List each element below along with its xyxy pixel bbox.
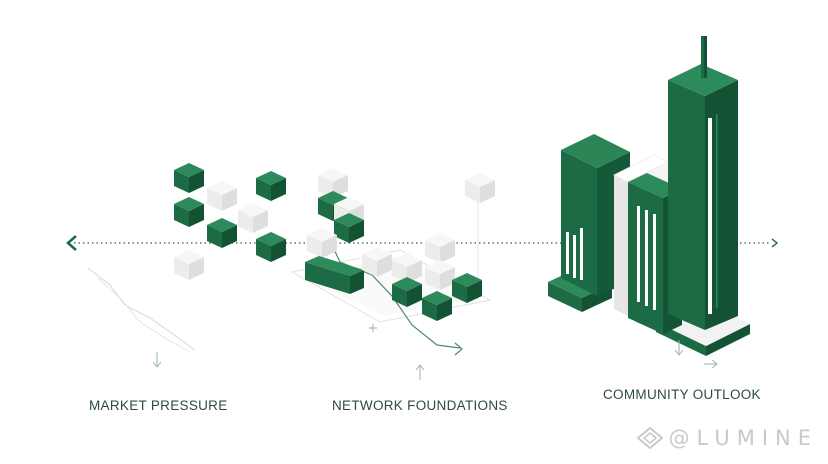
cube-white	[238, 203, 268, 233]
watermark-text: @LUMINE	[668, 426, 818, 450]
cube-white	[425, 233, 455, 263]
declining-trend-line-2	[97, 277, 191, 353]
cube-green	[174, 163, 204, 193]
diamond-logo-icon	[636, 427, 663, 449]
network-foundations-group	[290, 168, 495, 380]
cube-white	[174, 250, 204, 280]
arrow-down-icon	[152, 352, 162, 368]
building-tall	[668, 36, 738, 330]
declining-trend-line	[87, 267, 196, 351]
cube-green	[256, 171, 286, 201]
market-pressure-group	[87, 163, 286, 368]
arrow-up-icon	[415, 364, 425, 380]
plus-icon	[369, 324, 377, 332]
cube-green	[174, 197, 204, 227]
market-pressure-label: MARKET PRESSURE	[89, 398, 228, 413]
arrow-left-icon	[66, 235, 77, 251]
arrow-down-icon	[674, 340, 684, 356]
green-block	[305, 256, 364, 294]
cube-green	[256, 232, 286, 262]
arrow-right-icon	[771, 238, 779, 248]
arrow-right-icon	[704, 359, 718, 369]
community-outlook-label: COMMUNITY OUTLOOK	[603, 387, 761, 402]
cube-white	[207, 181, 237, 211]
cube-white	[465, 173, 495, 203]
watermark: @LUMINE	[636, 426, 818, 450]
cube-white	[307, 228, 337, 258]
community-outlook-group	[548, 36, 750, 369]
network-foundations-label: NETWORK FOUNDATIONS	[332, 398, 508, 413]
